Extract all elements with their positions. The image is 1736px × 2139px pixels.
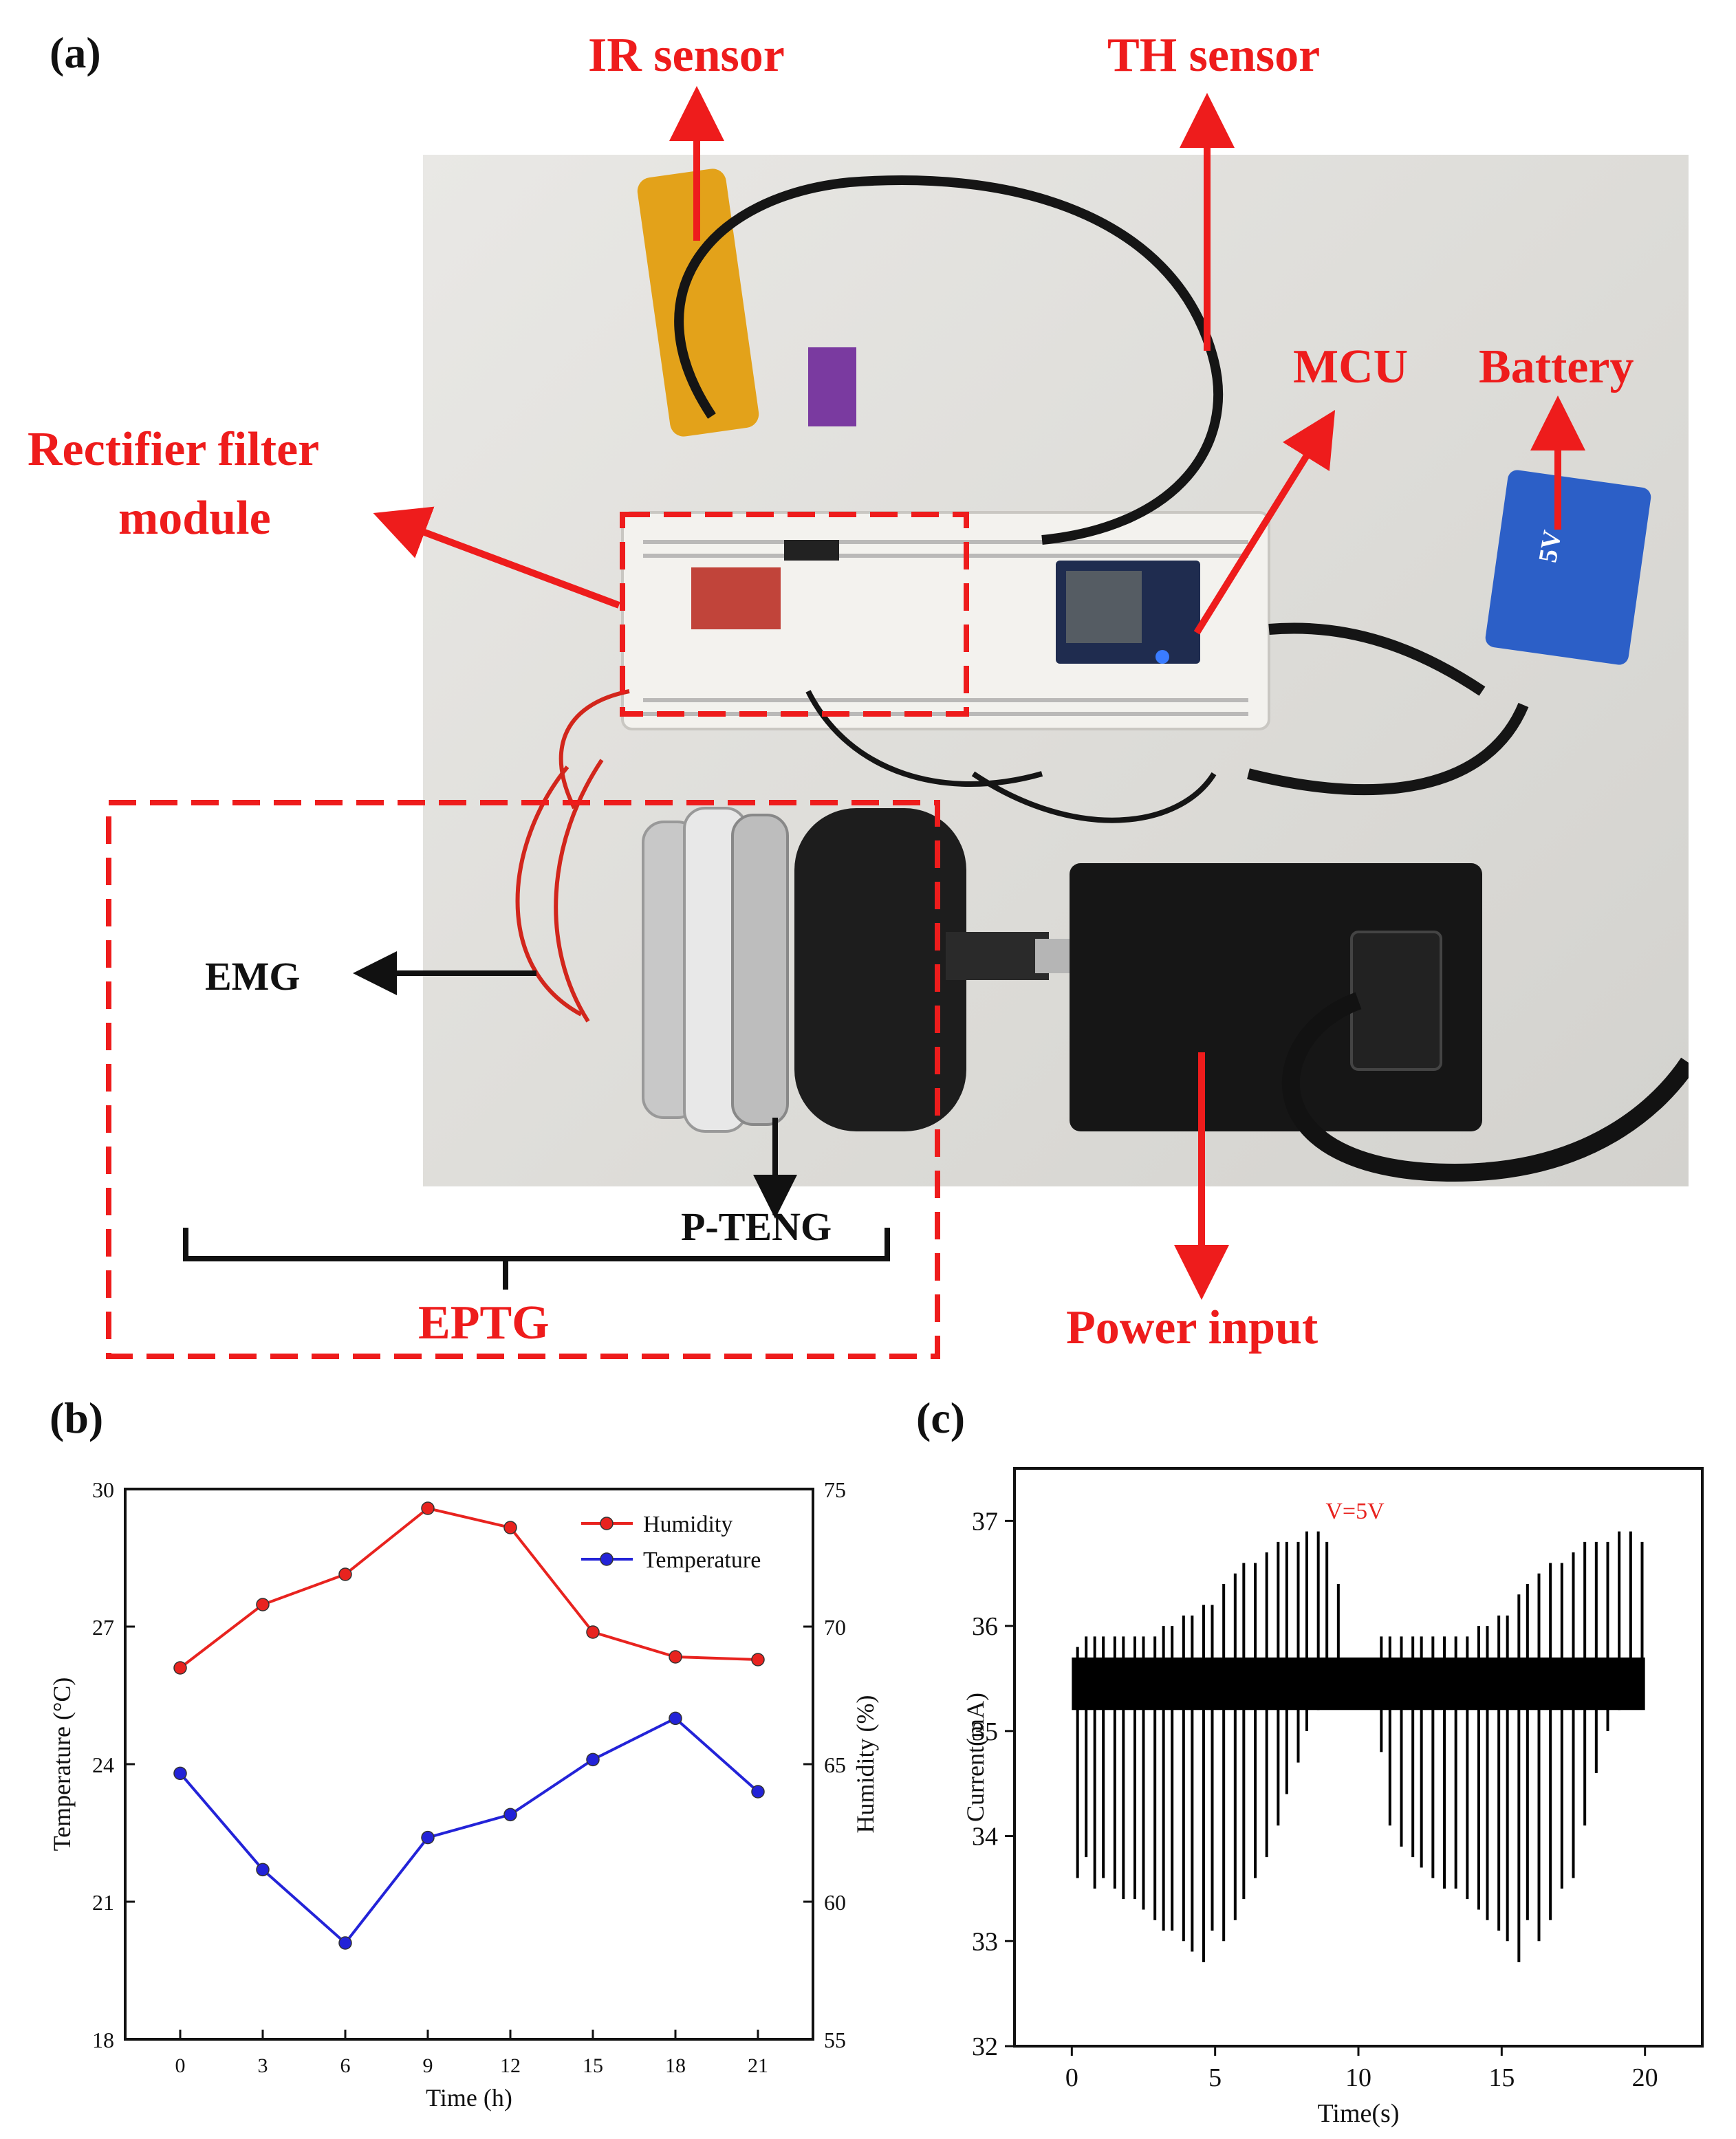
eptg-bracket <box>183 1228 890 1290</box>
chart-b-ytick-left-label: 30 <box>92 1477 114 1502</box>
chart-b-point <box>256 1863 270 1877</box>
chart-b-point <box>586 1625 600 1639</box>
mcu-arrow <box>1193 410 1336 635</box>
battery <box>1485 470 1651 665</box>
eptg-dashed-box <box>106 800 940 1359</box>
chart-b-point <box>173 1766 187 1781</box>
motor-cable <box>1281 992 1696 1182</box>
chart-b-point <box>503 1521 517 1534</box>
chart-c-xtick-label: 15 <box>1488 2063 1515 2092</box>
chart-b-ytick-left-label: 18 <box>92 2028 114 2052</box>
chart-b-point <box>669 1650 682 1664</box>
setup-photo-drawing: 5V <box>515 169 1696 1182</box>
chart-b-point <box>503 1807 517 1822</box>
chart-b-ytick-left-label: 27 <box>92 1615 114 1640</box>
chart-b-ytick-right-label: 70 <box>824 1615 846 1640</box>
chart-c-ytick-label: 32 <box>972 2032 998 2061</box>
chart-b-legend-label: Humidity <box>643 1512 733 1537</box>
chart-b-xtick-label: 3 <box>258 2054 268 2077</box>
chart-b-point <box>586 1752 600 1767</box>
mcu-led <box>1155 650 1169 664</box>
battery-label: Battery <box>1479 340 1634 393</box>
panel-a-letter: (a) <box>50 28 101 77</box>
panel-b-letter: (b) <box>50 1393 104 1442</box>
ir-sensor-label: IR sensor <box>588 29 785 82</box>
rectifier-chip <box>784 540 839 561</box>
chart-c-ytick-label: 36 <box>972 1612 998 1641</box>
chart-b-ytick-right-label: 75 <box>824 1477 846 1502</box>
chart-b-xtick-label: 15 <box>583 2054 603 2077</box>
battery-marking: 5V <box>1533 528 1567 565</box>
chart-c-xtick-label: 10 <box>1345 2063 1371 2092</box>
pteng-label: P-TENG <box>681 1204 832 1249</box>
emg-label: EMG <box>205 954 301 999</box>
chart-c-xtick-label: 5 <box>1208 2063 1222 2092</box>
rectifier-board <box>691 567 781 629</box>
chart-b-xlabel: Time (h) <box>426 2084 512 2111</box>
chart-b-ytick-right-label: 65 <box>824 1752 846 1777</box>
rectifier-label-line1: Rectifier filter <box>28 423 320 476</box>
chart-b-point <box>421 1830 435 1845</box>
chart-b-ytick-right-label: 55 <box>824 2028 846 2052</box>
shaft <box>946 932 1049 980</box>
rectifier-arrow <box>373 506 620 609</box>
chart-b-point <box>256 1598 270 1611</box>
chart-b-legend-marker <box>600 1552 614 1566</box>
chart-c-annotation: V=5V <box>1325 1499 1385 1524</box>
chart-c: 0 5 10 15 20 32 33 34 35 36 37 V=5V Time(s) Curren… <box>962 1467 1704 2128</box>
panel-c-letter: (c) <box>916 1393 966 1442</box>
chart-c-frame <box>1013 1467 1704 2048</box>
rectifier-label-line2: module <box>118 492 271 545</box>
chart-b-point <box>421 1501 435 1515</box>
setup-photo: 5V <box>423 155 1696 1186</box>
chart-b-point <box>669 1711 682 1726</box>
eptg-label: EPTG <box>418 1296 550 1349</box>
chart-b-point <box>751 1653 765 1666</box>
usb-cable <box>1247 622 1529 796</box>
chart-b-xtick-label: 6 <box>340 2054 351 2077</box>
black-wire <box>805 690 1217 823</box>
chart-c-ylabel: Current(mA) <box>962 1693 989 1822</box>
chart-b-point <box>338 1936 352 1950</box>
chart-c-xtick-label: 20 <box>1632 2063 1658 2092</box>
mcu-label: MCU <box>1293 340 1409 393</box>
chart-c-xtick-label: 0 <box>1065 2063 1078 2092</box>
cable-loop <box>674 175 1224 545</box>
chart-b-xtick-label: 9 <box>423 2054 433 2077</box>
emg-disk-3 <box>731 814 789 1126</box>
chart-b-xtick-label: 12 <box>500 2054 521 2077</box>
chart-b-ylabel-left: Temperature (°C) <box>48 1677 76 1852</box>
chart-b-series-line <box>179 1506 759 1669</box>
chart-c-ytick-label: 34 <box>972 1823 998 1852</box>
chart-b-series-line <box>179 1716 759 1945</box>
ir-sensor-body <box>637 169 759 437</box>
chart-b-ytick-left-label: 24 <box>92 1752 114 1777</box>
mcu-module <box>1066 571 1142 643</box>
pteng-body <box>794 808 966 1131</box>
chart-b-legend-label: Temperature <box>643 1548 761 1573</box>
chart-b-legend-marker <box>600 1517 614 1530</box>
panel-a-annotations <box>106 86 1585 1359</box>
rectifier-dashed-box <box>620 512 969 717</box>
chart-b-ylabel-right: Humidity (%) <box>851 1695 879 1834</box>
chart-b-xtick-label: 0 <box>175 2054 186 2077</box>
chart-b: 0 3 6 9 12 15 18 21 18 21 24 27 30 55 60 65 70 75 Humidit… <box>48 1477 879 2111</box>
chart-b-point <box>751 1785 765 1799</box>
chart-c-ytick-label: 35 <box>972 1717 998 1746</box>
chart-b-point <box>173 1661 187 1675</box>
chart-b-xtick-label: 21 <box>748 2054 768 2077</box>
chart-b-ytick-left-label: 21 <box>92 1890 114 1915</box>
chart-c-xlabel: Time(s) <box>1318 2099 1400 2128</box>
chart-c-ytick-label: 37 <box>972 1507 998 1536</box>
power-input-label: Power input <box>1066 1301 1319 1354</box>
chart-b-ytick-right-label: 60 <box>824 1890 846 1915</box>
chart-b-point <box>338 1567 352 1581</box>
chart-c-baseline-band <box>1072 1657 1645 1711</box>
chart-b-xtick-label: 18 <box>665 2054 686 2077</box>
th-sensor-board <box>808 347 856 426</box>
th-sensor-label: TH sensor <box>1107 29 1321 82</box>
chart-c-ytick-label: 33 <box>972 1927 998 1956</box>
